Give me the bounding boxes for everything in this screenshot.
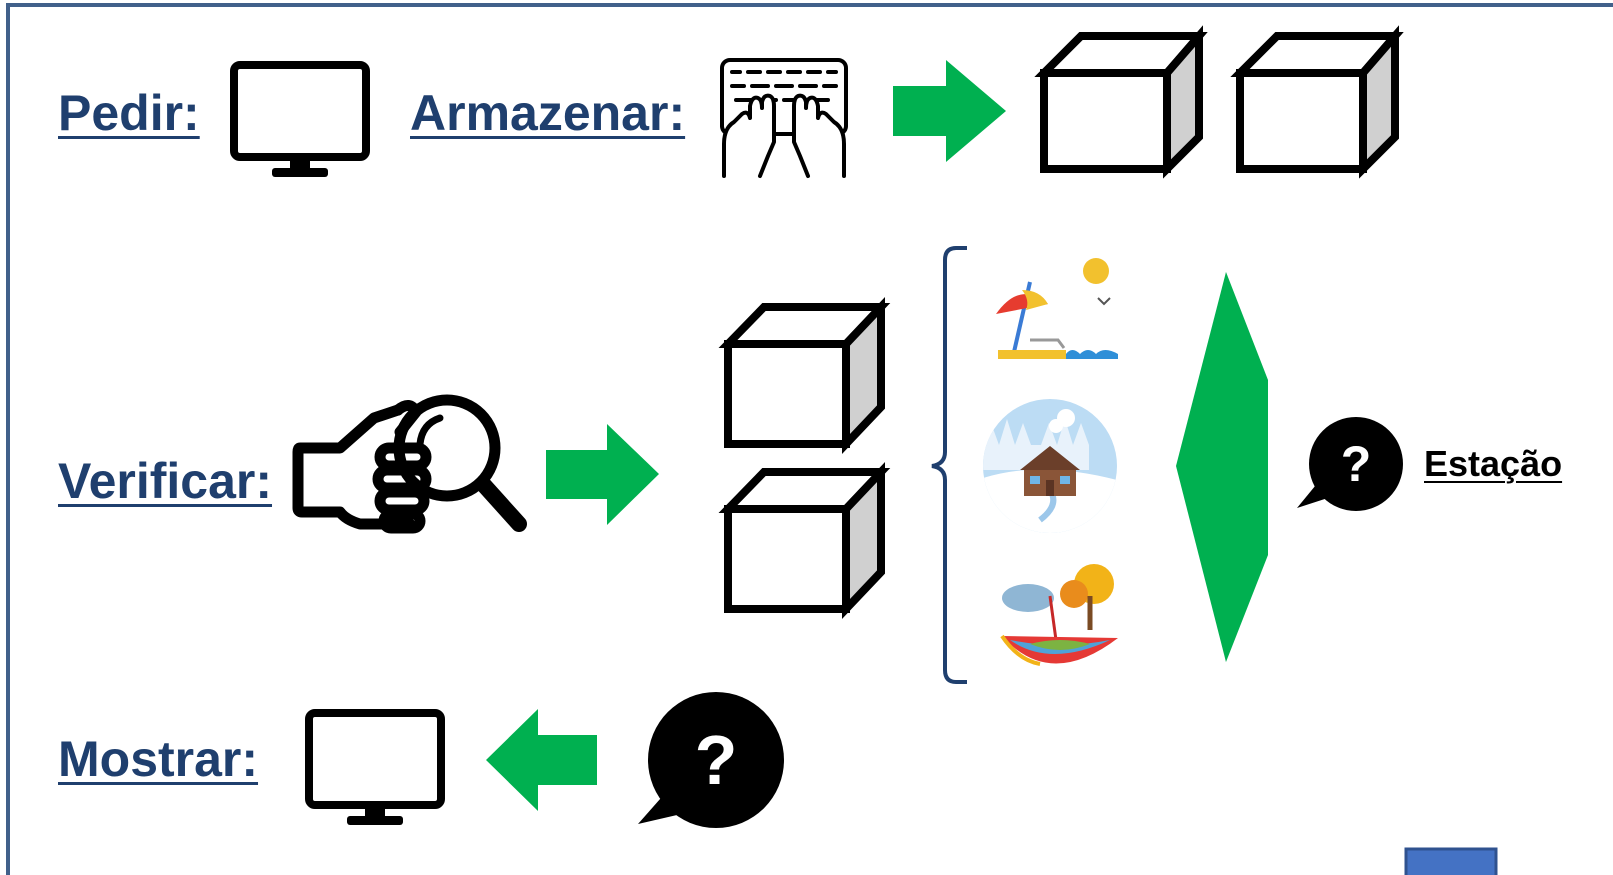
label-estacao: Estação	[1424, 443, 1563, 484]
question-bubble-icon: ?	[638, 692, 784, 828]
svg-text:?: ?	[1341, 436, 1372, 492]
box-icon	[718, 296, 891, 455]
label-armazenar: Armazenar:	[410, 85, 686, 141]
monitor-icon	[230, 61, 370, 177]
arrow-right-2	[546, 424, 659, 525]
hand-magnifier-icon	[292, 394, 527, 534]
label-mostrar: Mostrar:	[58, 731, 259, 787]
beach-summer-icon	[996, 258, 1118, 359]
curly-brace	[931, 246, 967, 684]
arrow-left-large-tip	[1176, 272, 1268, 662]
monitor-icon	[305, 709, 445, 825]
box-icon	[1034, 25, 1208, 179]
keyboard-typing-icon	[720, 58, 848, 178]
label-pedir: Pedir:	[58, 85, 200, 141]
autumn-umbrella-icon	[1000, 564, 1118, 666]
svg-text:?: ?	[695, 721, 738, 799]
label-verificar: Verificar:	[58, 453, 273, 509]
arrow-left-small	[486, 709, 597, 811]
winter-cabin-icon	[983, 399, 1117, 533]
question-bubble-icon: ?	[1297, 417, 1403, 511]
frame-border	[6, 3, 1613, 875]
box-icon	[718, 461, 891, 620]
box-icon	[1230, 25, 1404, 179]
corner-button[interactable]	[1404, 847, 1498, 875]
arrow-right-1	[893, 60, 1006, 162]
